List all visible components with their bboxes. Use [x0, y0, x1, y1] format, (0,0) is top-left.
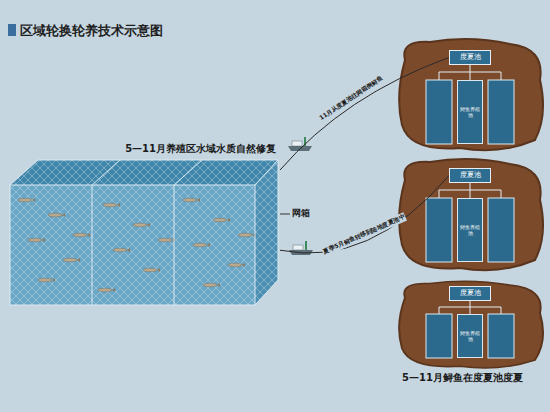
- pond-box: 鲟鱼养殖池: [457, 198, 483, 262]
- fish-tail: [32, 198, 35, 202]
- fish: [183, 198, 197, 202]
- fish-tail: [42, 238, 45, 242]
- fish-tail: [87, 233, 90, 237]
- connector: [470, 183, 471, 198]
- node-text: 鲟鱼养殖池: [460, 224, 480, 236]
- leader-line: [280, 214, 290, 215]
- pond-rect: [426, 80, 514, 358]
- fish-tail: [52, 278, 55, 282]
- fish: [73, 233, 87, 237]
- fish-tail: [197, 198, 200, 202]
- pond-box: 鲟鱼养殖池: [457, 314, 483, 358]
- node-text: 鲟鱼养殖池: [460, 330, 480, 342]
- connector: [470, 301, 471, 314]
- title: 区域轮换轮养技术示意图: [20, 22, 163, 40]
- node-text: 度夏池: [460, 53, 481, 62]
- net-cage: [10, 160, 278, 305]
- fish: [143, 268, 157, 272]
- connector: [280, 176, 449, 254]
- fish-tail: [77, 258, 80, 262]
- fish-tail: [147, 223, 150, 227]
- pond-box: 鲟鱼养殖池: [457, 80, 483, 144]
- fish: [103, 203, 117, 207]
- fish: [158, 238, 172, 242]
- node-text: 鲟鱼养殖池: [460, 106, 480, 118]
- fish-tail: [62, 213, 65, 217]
- fish-tail: [227, 218, 230, 222]
- fish: [193, 243, 207, 247]
- branch-line: [439, 72, 501, 314]
- fish: [238, 233, 252, 237]
- connector: [470, 65, 471, 80]
- title-icon: [8, 24, 16, 36]
- fish: [113, 248, 127, 252]
- fish-tail: [117, 203, 120, 207]
- fish: [133, 223, 147, 227]
- fish: [98, 288, 112, 292]
- net-cage-area: 5—11月养殖区水域水质自然修复: [8, 140, 280, 307]
- node-text: 度夏池: [460, 171, 481, 180]
- edge-label: 11月从度夏池往网箱倒鲟鱼: [317, 74, 386, 124]
- cage-label: 网箱: [292, 207, 310, 220]
- fish: [203, 283, 217, 287]
- summer-pool-box: 度夏池: [449, 50, 491, 65]
- fish-tail: [157, 268, 160, 272]
- fish: [28, 238, 42, 242]
- connector: [280, 58, 449, 171]
- fish-tail: [127, 248, 130, 252]
- fish-tail: [242, 263, 245, 267]
- fish: [38, 278, 52, 282]
- fish: [213, 218, 227, 222]
- summer-pool-box: 度夏池: [449, 168, 491, 183]
- fish-tail: [207, 243, 210, 247]
- fish: [18, 198, 32, 202]
- fish: [63, 258, 77, 262]
- fish-tail: [217, 283, 220, 287]
- fish: [228, 263, 242, 267]
- land-blob: [399, 39, 543, 368]
- fish: [48, 213, 62, 217]
- edge-label: 夏季5月鲟鱼转移到陆地度夏池中: [321, 212, 407, 257]
- summer-pool-box: 度夏池: [449, 286, 491, 301]
- caption: 5—11月鲟鱼在度夏池度夏: [402, 371, 523, 385]
- node-text: 5—11月养殖区水域水质自然修复: [125, 142, 276, 156]
- node-text: 度夏池: [460, 289, 481, 298]
- fish-tail: [112, 288, 115, 292]
